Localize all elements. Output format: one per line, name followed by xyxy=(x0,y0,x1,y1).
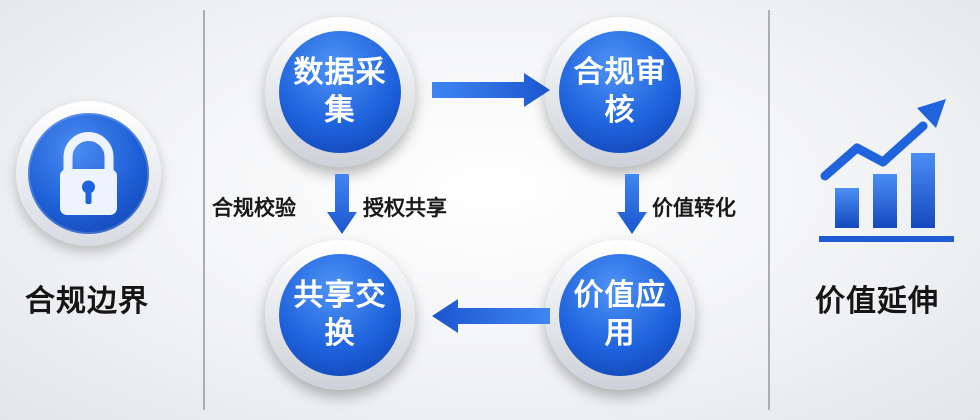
node-compliance-review: 合规审核 xyxy=(545,17,695,167)
arrow-down-left xyxy=(327,174,357,234)
node-label: 数据采集 xyxy=(293,55,387,128)
right-panel-title: 价值延伸 xyxy=(815,284,939,319)
node-core: 共享交换 xyxy=(279,254,401,376)
arrow-right xyxy=(432,73,550,107)
trend-arrowhead xyxy=(917,99,946,128)
chart-bar-large xyxy=(911,153,935,228)
chart-bar-medium xyxy=(873,174,897,228)
node-data-collection: 数据采集 xyxy=(265,17,415,167)
lock-badge xyxy=(16,101,161,246)
node-core: 合规审核 xyxy=(559,31,681,153)
chart-bar-small xyxy=(835,188,859,228)
node-value-application: 价值应用 xyxy=(545,240,695,390)
edge-label-value-transform: 价值转化 xyxy=(652,196,736,220)
arrow-left xyxy=(432,299,550,333)
node-sharing-exchange: 共享交换 xyxy=(265,240,415,390)
arrow-down-right xyxy=(617,174,647,234)
lock-icon xyxy=(60,132,117,215)
node-core: 数据采集 xyxy=(279,31,401,153)
growth-chart-icon xyxy=(819,99,954,242)
right-divider xyxy=(768,10,770,410)
node-label: 合规审核 xyxy=(573,55,667,128)
node-label: 价值应用 xyxy=(573,278,667,351)
edge-label-authorized-share: 授权共享 xyxy=(363,196,447,220)
left-divider xyxy=(203,10,205,410)
node-label: 共享交换 xyxy=(293,278,387,351)
edge-label-compliance-check: 合规校验 xyxy=(212,196,296,220)
node-core: 价值应用 xyxy=(559,254,681,376)
trend-line xyxy=(820,121,928,181)
chart-baseline xyxy=(819,236,954,242)
left-panel-title: 合规边界 xyxy=(25,284,149,319)
